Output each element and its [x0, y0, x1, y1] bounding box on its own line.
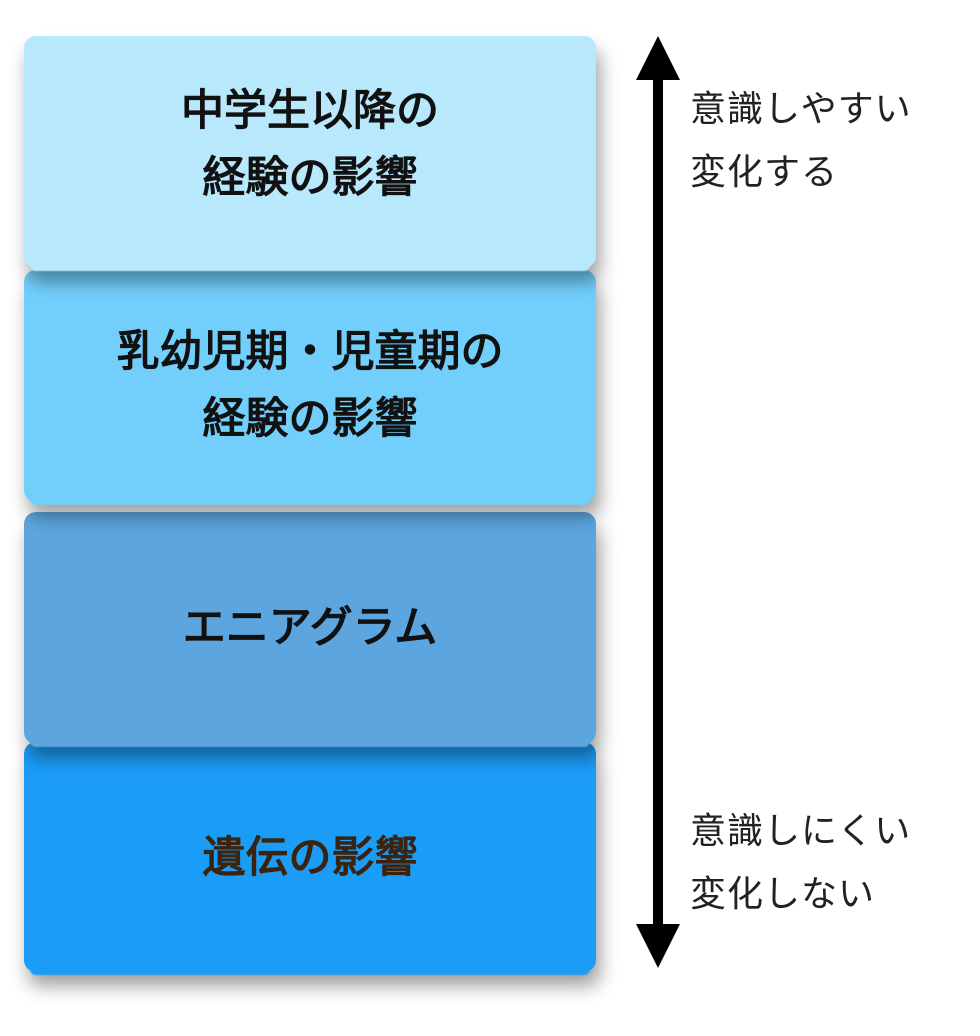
arrow-shaft: [653, 76, 663, 926]
layer-later-experience-label: 中学生以降の 経験の影響: [181, 86, 439, 203]
layer-enneagram: エニアグラム: [24, 512, 596, 744]
arrow-down-icon: [636, 924, 680, 968]
layer-genetics-label: 遺伝の影響: [202, 832, 418, 883]
layer-genetics: 遺伝の影響: [24, 742, 596, 972]
layer-childhood-experience-label: 乳幼児期・児童期の 経験の影響: [116, 327, 504, 444]
layer-childhood-experience: 乳幼児期・児童期の 経験の影響: [24, 270, 596, 502]
layer-later-experience: 中学生以降の 経験の影響: [24, 36, 596, 268]
double-arrow: [636, 36, 680, 968]
layer-stack: 中学生以降の 経験の影響 乳幼児期・児童期の 経験の影響 エニアグラム 遺伝の影…: [0, 0, 640, 1036]
layer-enneagram-label: エニアグラム: [182, 602, 438, 653]
arrow-up-icon: [636, 36, 680, 80]
axis-bottom-label: 意識しにくい 変化しない: [690, 811, 912, 915]
axis-top-label: 意識しやすい 変化する: [690, 89, 912, 193]
